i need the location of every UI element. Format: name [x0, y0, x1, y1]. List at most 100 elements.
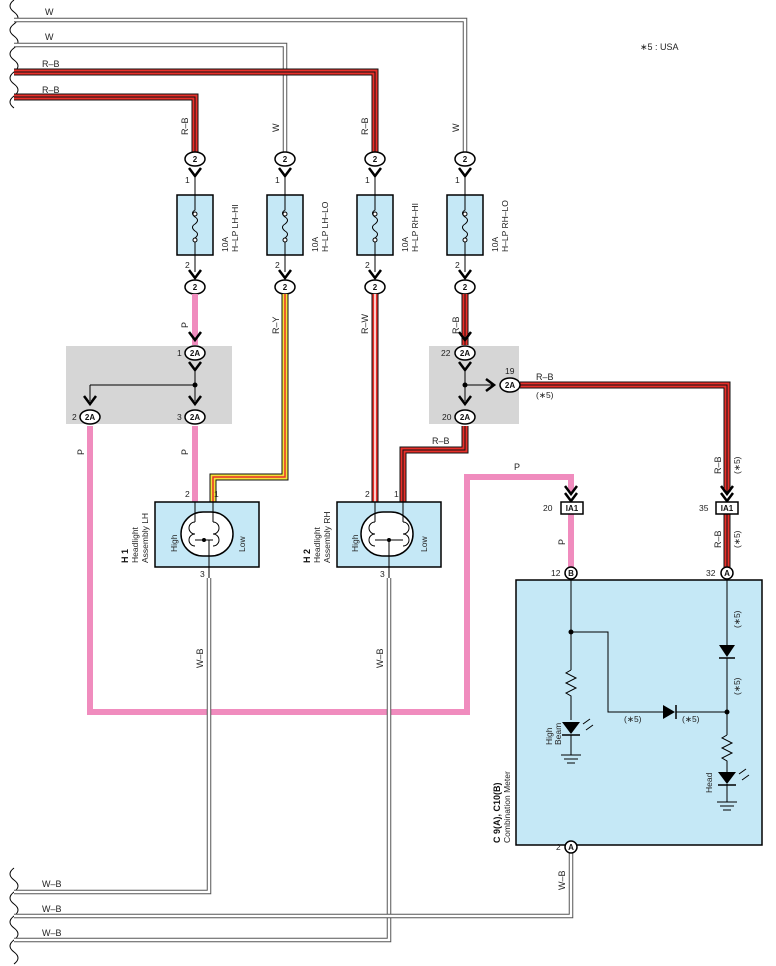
ia1-pin: 20	[543, 503, 553, 513]
fuse-4: 2 1 2 2 10A H–LP RH–LO	[446, 151, 510, 295]
ia1-right-usa: (∗5)	[732, 530, 742, 548]
junction-pin: 2	[72, 412, 77, 422]
headlight-lh-ground-wire: W–B	[195, 648, 205, 668]
fuse-pin-2: 2	[455, 260, 460, 270]
headlight-rh-ground-wire: W–B	[375, 648, 385, 668]
top-wires	[14, 17, 468, 155]
headlight-rh-id: H 2	[302, 549, 312, 563]
connector-ellipse	[184, 151, 206, 167]
meter-ground-wire: W–B	[557, 870, 567, 890]
fuse1-in-wire: R–B	[180, 117, 190, 135]
ia1-pin: 35	[699, 503, 709, 513]
meter-pin-gnd: 2	[556, 842, 561, 852]
fuse-pin-2: 2	[185, 260, 190, 270]
headlight-high-label: High	[169, 534, 179, 552]
meter-conn-gnd: A	[568, 843, 574, 852]
head-led-icon	[718, 772, 736, 784]
junction-pin: 20	[442, 412, 452, 422]
junction-conn-label: 2A	[460, 349, 470, 358]
junction-pin: 22	[441, 348, 451, 358]
junction-left: 2A 1 2A 2 2A 3	[72, 331, 206, 425]
meter-pin-b: 12	[551, 568, 561, 578]
ia1-right: IA1 35 R–B (∗5)	[699, 485, 742, 548]
diode-icon	[663, 705, 675, 719]
fuse2-out-wire: R–Y	[271, 316, 281, 334]
fuse-pin-1: 1	[275, 175, 280, 185]
fuse4-in-wire: W	[451, 123, 461, 132]
meter-id: C 9(A), C10(B)	[492, 782, 502, 843]
headlight-lh-name: Headlight	[130, 526, 140, 563]
meter-usa-4: (∗5)	[732, 677, 742, 695]
fuse2-in-wire: W	[271, 123, 281, 132]
fuse-2: 2 1 2 2 10A H–LP LH–LO	[266, 151, 330, 295]
ia1-conn-label: IA1	[566, 504, 579, 513]
fuse-conn-label-bottom: 2	[283, 283, 288, 292]
wire-label-bot1: W–B	[42, 879, 62, 889]
fuse-conn-label: 2	[283, 155, 288, 164]
fuse-conn-label-bottom: 2	[193, 283, 198, 292]
wire-label-top1: W	[45, 7, 54, 17]
bulb-icon	[360, 511, 414, 557]
fuse-conn-label: 2	[193, 155, 198, 164]
ia1-top-left-wire: P	[514, 462, 520, 472]
left-break-marks	[9, 0, 19, 965]
head-label: Head	[704, 772, 714, 793]
fuse3-out-wire: R–W	[360, 313, 370, 334]
headlight-low-label: Low	[419, 536, 429, 552]
ia1-conn-label: IA1	[721, 504, 734, 513]
headlight-high-label: High	[350, 534, 360, 552]
meter-name: Combination Meter	[502, 771, 512, 843]
meter-usa-3: (∗5)	[732, 610, 742, 628]
high-beam-label-2: Beam	[553, 723, 563, 745]
combination-meter: B 12 A 32 A 2	[492, 566, 763, 890]
headlight-lh: 2 1 High Low 3 H 1 Headlight Assembly LH…	[120, 489, 260, 668]
fuse-rating: 10A	[220, 237, 230, 252]
headlight-pin: 3	[200, 569, 205, 579]
ia1-top-usa: (∗5)	[732, 456, 742, 474]
high-beam-led-icon	[562, 722, 580, 734]
junction-right-side-rb: R–B	[536, 372, 554, 382]
headlight-rh-name: Headlight	[312, 526, 322, 563]
junction-conn-label: 2A	[190, 413, 200, 422]
fuse-rating: 10A	[310, 237, 320, 252]
fuse-pin-1: 1	[455, 175, 460, 185]
junction-conn-label: 2A	[460, 413, 470, 422]
headlight-pin: 2	[365, 489, 370, 499]
headlight-rh: 2 1 High Low 3 H 2 Headlight Assembly RH…	[302, 489, 442, 668]
fuse3-in-wire: R–B	[360, 117, 370, 135]
meter-usa-2: (∗5)	[682, 714, 700, 724]
wire-label-top4: R–B	[42, 85, 60, 95]
fuse-pin-1: 1	[185, 175, 190, 185]
ia1-left-wire: P	[557, 539, 567, 545]
headlight-pin: 1	[214, 489, 219, 499]
fuse-1: 2 1 2 2 10A H–LP LH–HI	[176, 151, 240, 295]
ia1-right-wire: R–B	[713, 530, 723, 548]
junction-left-out-p: P	[76, 449, 86, 455]
fuse-3: 2 1 2 2 10A H–LP RH–HI	[356, 151, 420, 295]
junction-left-out-p2: P	[180, 449, 190, 455]
wire-label-top2: W	[45, 32, 54, 42]
headlight-pin: 1	[394, 489, 399, 499]
ia1-top-right-wire: R–B	[713, 456, 723, 474]
diode-icon	[719, 645, 735, 657]
headlight-rh-sub: Assembly RH	[322, 512, 332, 563]
meter-pin-a: 32	[706, 568, 716, 578]
headlight-pin: 2	[185, 489, 190, 499]
fuse-name: H–LP RH–HI	[410, 203, 420, 252]
wire-label-bot3: W–B	[42, 928, 62, 938]
high-beam-label-1: High	[544, 727, 554, 745]
headlight-lh-sub: Assembly LH	[140, 513, 150, 563]
fuse-name: H–LP RH–LO	[500, 200, 510, 252]
wire-label-top3: R–B	[42, 59, 60, 69]
fuse4-out-wire: R–B	[451, 316, 461, 334]
usa-note: ∗5 : USA	[640, 42, 679, 52]
fuse-name: H–LP LH–LO	[320, 201, 330, 252]
fuse-rating: 10A	[400, 237, 410, 252]
meter-conn-b: B	[568, 569, 574, 578]
junction-pin: 1	[177, 348, 182, 358]
junction-conn-label: 2A	[190, 349, 200, 358]
wire-label-bot2: W–B	[42, 904, 62, 914]
fuse-conn-label-bottom: 2	[373, 283, 378, 292]
junction-pin: 3	[177, 412, 182, 422]
